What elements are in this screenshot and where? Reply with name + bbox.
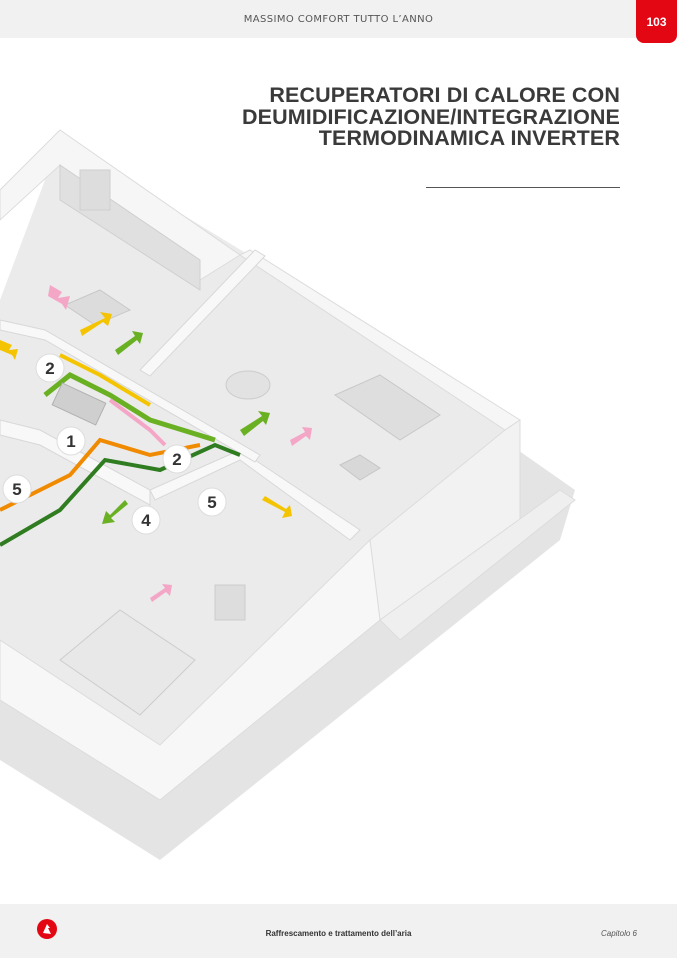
- running-header: MASSIMO COMFORT TUTTO L’ANNO: [243, 14, 434, 25]
- kitchen-cabinet: [79, 169, 111, 211]
- dining-table: [63, 289, 132, 326]
- partition-wall-1: [139, 249, 266, 377]
- heat-recovery-unit: [51, 382, 107, 426]
- callout-5-left: 5: [2, 474, 32, 504]
- callout-label: 5: [207, 493, 216, 512]
- page-title: RECUPERATORI DI CALORE CON DEUMIDIFICAZI…: [200, 83, 620, 150]
- callout-5-right: 5: [197, 487, 227, 517]
- footer-chapter-label: Capitolo 6: [600, 929, 637, 938]
- arrow-green-bedroom: [102, 500, 128, 524]
- house-cutaway-illustration: 2 1 2 5 5 4: [0, 129, 576, 860]
- partition-wall-4: [0, 319, 261, 463]
- callout-4: 4: [131, 505, 161, 535]
- arrow-pink-dining: [48, 285, 70, 310]
- duct-green: [0, 442, 241, 547]
- title-line-2: DEUMIDIFICAZIONE/INTEGRAZIONE: [242, 104, 620, 129]
- callout-label: 2: [172, 450, 181, 469]
- title-line-3: TERMODINAMICA INVERTER: [318, 126, 620, 150]
- header-bar: [0, 0, 677, 38]
- arrow-yellow-dining: [80, 312, 112, 336]
- sofa: [333, 374, 441, 441]
- partition-wall-2: [0, 419, 151, 506]
- title-underline: [426, 187, 620, 188]
- arrow-yellow-bath: [262, 496, 292, 518]
- title-line-1: RECUPERATORI DI CALORE CON: [269, 83, 620, 107]
- callout-label: 4: [141, 511, 151, 530]
- callout-2-right: 2: [162, 444, 192, 474]
- callout-label: 5: [12, 480, 21, 499]
- callout-label: 2: [45, 359, 54, 378]
- arrow-yellow-left: [0, 340, 18, 360]
- callout-1: 1: [56, 426, 86, 456]
- coffee-table: [339, 454, 381, 481]
- round-table: [225, 370, 271, 400]
- apartment-floor: [0, 140, 520, 760]
- brand-logo-icon: [37, 919, 57, 939]
- balcony: [379, 489, 576, 641]
- dresser: [214, 584, 246, 621]
- footer-section-title: Raffrescamento e trattamento dell’aria: [265, 929, 412, 938]
- duct-yellow: [59, 353, 152, 407]
- page-number-tab: 103: [636, 0, 677, 43]
- callout-label: 1: [66, 432, 75, 451]
- callout-2-top: 2: [35, 353, 65, 383]
- arrow-pink-bedroom: [150, 584, 172, 602]
- arrow-green-dining: [115, 331, 143, 355]
- footer-bar: [0, 904, 677, 958]
- arrow-pink-living: [290, 427, 312, 446]
- duct-pink: [108, 398, 167, 447]
- bed: [59, 609, 196, 716]
- duct-green-upper: [43, 372, 216, 443]
- arrow-green-living: [240, 411, 270, 436]
